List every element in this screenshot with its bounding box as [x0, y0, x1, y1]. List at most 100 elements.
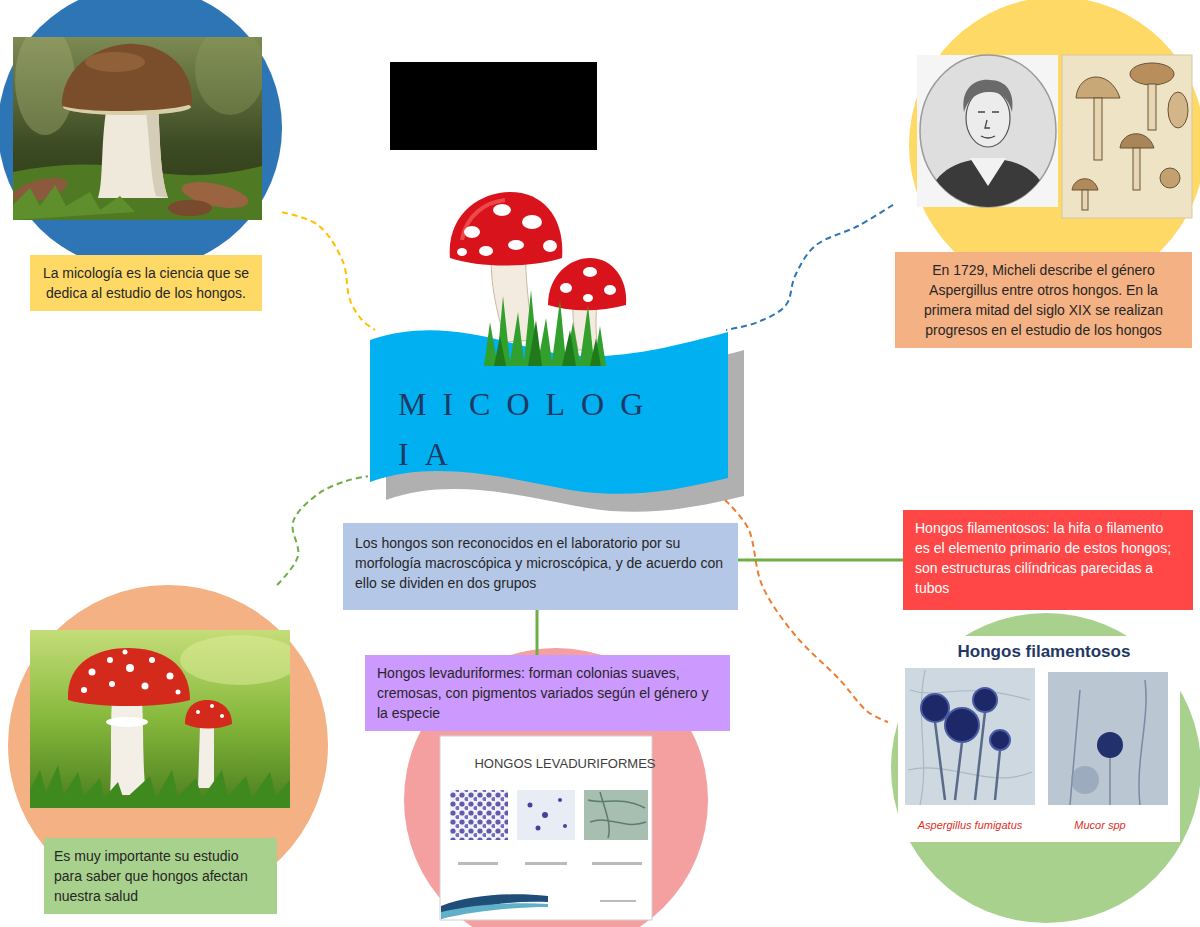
text-holder: Es muy importante su estudio para saber …	[44, 838, 277, 914]
fly-agaric-photo-badge	[198, 726, 214, 788]
fly-agaric-photo-badge	[30, 765, 290, 808]
text-holder: HONGOS LEVADURIFORMES	[455, 756, 675, 772]
micheli-portrait-badge	[966, 89, 1010, 147]
porcini-photo-badge	[62, 44, 192, 111]
yeast-slide-badge	[450, 790, 508, 840]
micheli-portrait-badge	[970, 158, 1006, 186]
micheli-portrait-badge	[1120, 134, 1154, 148]
yeast-slide-badge	[588, 792, 646, 838]
fly-agaric-photo-badge	[196, 704, 224, 718]
concept-box: Los hongos son reconocidos en el laborat…	[343, 523, 738, 610]
yeast-slide-badge	[441, 903, 548, 919]
cartoon-mushrooms	[493, 204, 511, 216]
fly-agaric-photo-badge	[220, 714, 224, 718]
filamentous-micrograph-badge	[921, 688, 1010, 750]
branch-text: Hongos levaduriformes: forman colonias s…	[377, 663, 718, 723]
fly-agaric-photo-badge	[142, 683, 149, 690]
yeast-slide-badge	[558, 798, 562, 802]
yeast-slide-badge	[592, 862, 642, 865]
filamentous-micrograph-badge	[973, 688, 997, 712]
fly-agaric-photo-badge	[185, 700, 232, 729]
micheli-portrait-badge	[917, 55, 1058, 207]
cartoon-mushrooms	[457, 204, 557, 256]
cartoon-mushrooms	[457, 248, 467, 256]
branch-box: Hongos levaduriformes: forman colonias s…	[365, 655, 730, 731]
filamentous-micrograph-badge	[908, 670, 1032, 805]
fly-agaric-photo-badge	[123, 650, 128, 655]
porcini-photo-badge	[13, 37, 262, 220]
yeast-slide-badge	[600, 900, 636, 902]
fly-agaric-photo-badge	[196, 710, 200, 714]
text-holder: MICOLOG IA	[398, 379, 688, 479]
redaction-block	[390, 62, 597, 150]
cartoon-mushrooms	[479, 246, 493, 256]
topic-group: Es muy importante su estudio para saber …	[5, 585, 327, 922]
yeast-slide-badge	[517, 790, 575, 840]
yeast-slide-badge	[450, 790, 508, 840]
branch-line	[536, 610, 539, 655]
micheli-portrait-badge	[1133, 148, 1140, 190]
yeast-slide-badge	[563, 824, 567, 828]
cartoon-mushrooms	[560, 267, 616, 302]
text-holder: Hongos levaduriformes: forman colonias s…	[377, 663, 718, 723]
yeast-slide-badge	[528, 798, 568, 831]
cartoon-mushrooms	[604, 285, 616, 295]
image-title: Hongos filamentosos	[888, 642, 1200, 662]
porcini-photo-badge	[195, 37, 262, 115]
fly-agaric-photo-badge	[110, 700, 146, 795]
filamentous-micrograph-badge	[945, 708, 979, 742]
branch-box: Hongos filamentosos: la hifa o filamento…	[903, 510, 1193, 610]
porcini-photo-badge	[0, 0, 282, 270]
porcini-photo-badge	[0, 0, 282, 270]
cartoon-mushrooms	[464, 226, 480, 238]
fly-agaric-photo-badge	[167, 673, 174, 680]
cartoon-mushrooms	[484, 290, 606, 366]
text-holder: Aspergillus fumigatus	[900, 818, 1040, 832]
definition-note: La micología es la ciencia que se dedica…	[30, 255, 262, 311]
fly-agaric-photo-badge	[109, 681, 115, 687]
micheli-portrait-badge	[925, 158, 1052, 210]
fly-agaric-photo-badge	[180, 635, 290, 685]
dashed-connector	[725, 500, 888, 722]
fly-agaric-photo-badge	[210, 704, 214, 708]
fly-agaric-photo-badge	[68, 648, 190, 706]
cartoon-mushrooms	[560, 283, 572, 293]
importance-note: Es muy importante su estudio para saber …	[44, 838, 277, 914]
micheli-portrait-badge	[978, 112, 999, 138]
cartoon-mushrooms	[450, 192, 563, 266]
topic-group: La micología es la ciencia que se dedica…	[0, 0, 282, 340]
text-holder: Los hongos son reconocidos en el laborat…	[355, 533, 726, 593]
filamentous-micrograph-badge	[921, 694, 949, 722]
yeast-slide-badge	[584, 790, 648, 840]
dashed-connector	[726, 205, 893, 330]
yeast-slide-badge	[528, 803, 533, 808]
cartoon-mushrooms	[583, 294, 593, 302]
text-holder: La micología es la ciencia que se dedica…	[30, 255, 262, 311]
porcini-photo-badge	[85, 52, 145, 72]
micheli-portrait-badge	[1072, 179, 1098, 190]
text-holder: En 1729, Micheli describe el género Aspe…	[895, 252, 1192, 348]
micheli-portrait-badge	[1160, 168, 1180, 188]
yeast-slide-badge	[441, 894, 548, 919]
dashed-connector	[282, 212, 375, 330]
cartoon-mushrooms	[450, 192, 626, 366]
fly-agaric-photo-badge	[89, 669, 96, 676]
title-banner-node: MICOLOG IA	[368, 330, 745, 500]
fly-agaric-photo-badge	[126, 664, 134, 672]
micheli-portrait-badge	[963, 80, 1012, 112]
connector-group	[277, 205, 903, 722]
topic-group: En 1729, Micheli describe el género Aspe…	[893, 0, 1200, 362]
micheli-portrait-badge	[1130, 63, 1174, 85]
fly-agaric-photo-badge	[30, 630, 290, 808]
yeast-slide-badge	[542, 812, 548, 818]
fly-agaric-photo-badge	[176, 690, 181, 695]
history-note: En 1729, Micheli describe el género Aspe…	[895, 252, 1192, 348]
micheli-portrait-badge	[909, 0, 1200, 293]
micheli-portrait-badge	[1082, 190, 1088, 210]
concept-text: Los hongos son reconocidos en el laborat…	[355, 533, 726, 593]
micheli-portrait-badge	[1148, 84, 1156, 130]
micheli-portrait-badge	[1168, 92, 1188, 128]
filamentous-micrograph-badge	[1097, 732, 1123, 758]
yeast-slide-badge	[525, 862, 567, 865]
